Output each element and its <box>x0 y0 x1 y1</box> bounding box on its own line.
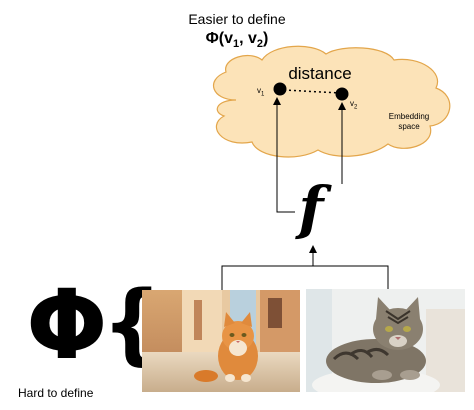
embedding-space-cloud <box>213 45 451 158</box>
tabby-cat-photo <box>306 289 465 392</box>
phi-prefix: Φ(v <box>205 30 233 47</box>
orange-cat-photo <box>142 290 300 392</box>
phi-symbol: Φ <box>26 269 108 381</box>
embedding-label-line1: Embedding <box>388 112 430 121</box>
function-f-symbol: f <box>298 174 324 242</box>
v1-base: v <box>257 86 261 95</box>
embedding-label-line2: space <box>398 122 420 131</box>
point-v1 <box>273 82 287 96</box>
v2-sub: 2 <box>354 104 358 111</box>
phi-suffix: ) <box>263 30 269 47</box>
distance-label: distance <box>288 64 352 83</box>
arrow-to-v1 <box>273 97 295 213</box>
phi-sub-2: 2 <box>256 38 264 51</box>
phi-sub-1: 1 <box>232 38 240 51</box>
point-v2 <box>335 87 349 101</box>
v1-sub: 1 <box>261 91 265 98</box>
hard-to-define-label: Hard to define <box>18 386 94 400</box>
phi-expression: Φ(v1, v2) <box>0 30 474 50</box>
distance-line <box>283 89 341 94</box>
v1-label: v1 <box>257 86 264 98</box>
easier-to-define-label: Easier to define <box>188 11 286 27</box>
phi-mid: , v <box>239 30 257 47</box>
v2-base: v <box>350 99 354 108</box>
v2-label: v2 <box>350 99 357 111</box>
image-connector-bracket <box>221 265 389 290</box>
